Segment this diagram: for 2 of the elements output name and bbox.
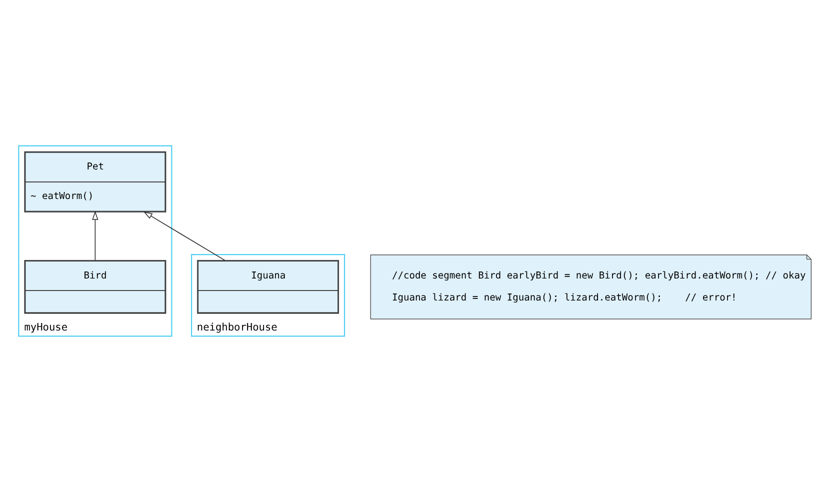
arrow <box>92 211 98 261</box>
arrow <box>144 212 226 261</box>
